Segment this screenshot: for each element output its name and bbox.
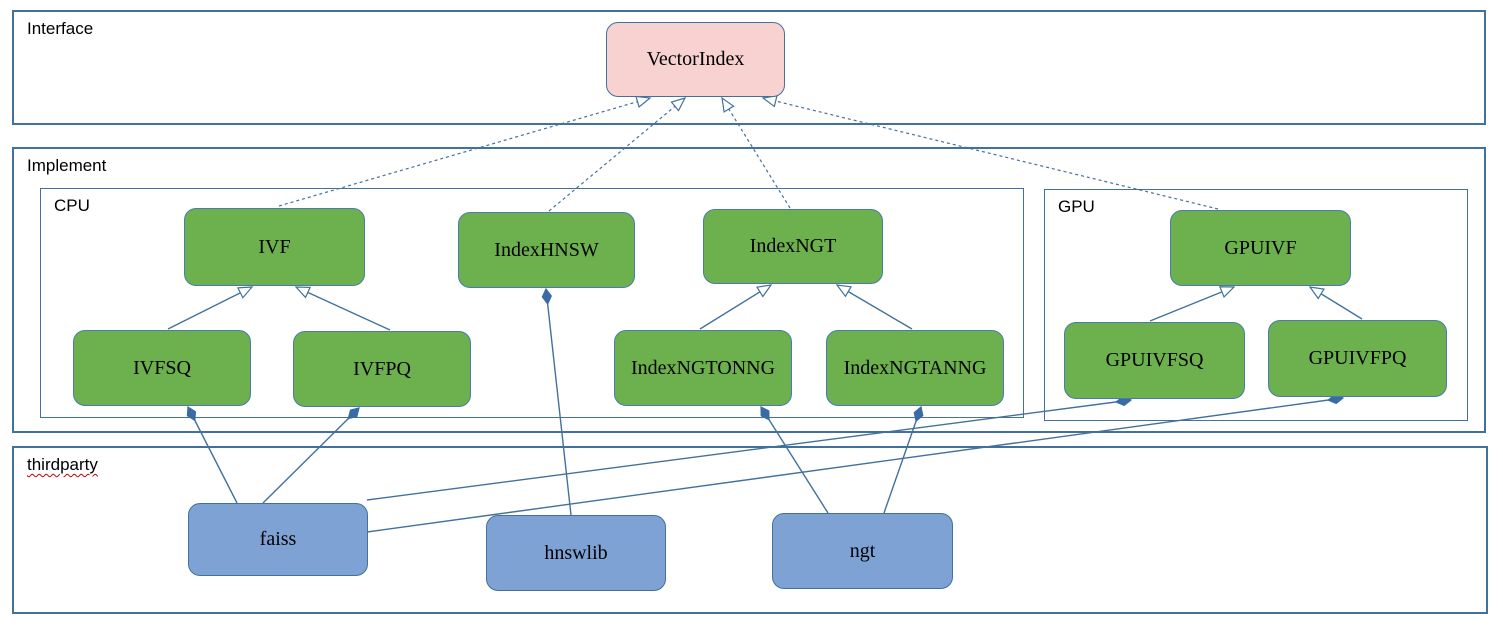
node-ivf[interactable]: IVF xyxy=(184,208,365,286)
container-implement[interactable]: Implement xyxy=(12,147,1486,433)
node-ngt[interactable]: ngt xyxy=(772,513,953,589)
edge-gpuivf-to-vectorindex[interactable] xyxy=(763,98,1219,210)
node-gpuivfsq[interactable]: GPUIVFSQ xyxy=(1064,322,1245,399)
node-indexngtanng[interactable]: IndexNGTANNG xyxy=(826,330,1004,406)
node-ivf-label: IVF xyxy=(258,235,291,258)
node-indexngtanng-label: IndexNGTANNG xyxy=(843,356,987,379)
node-ivfsq-label: IVFSQ xyxy=(133,356,191,379)
node-ivfpq[interactable]: IVFPQ xyxy=(293,331,471,407)
node-gpuivfpq[interactable]: GPUIVFPQ xyxy=(1268,320,1447,397)
node-indexhnsw-label: IndexHNSW xyxy=(494,238,599,261)
edge-ivf-to-vectorindex[interactable] xyxy=(278,98,650,207)
node-indexngtonng-label: IndexNGTONNG xyxy=(630,356,776,379)
node-gpuivf[interactable]: GPUIVF xyxy=(1170,210,1351,286)
node-faiss-label: faiss xyxy=(259,528,297,550)
container-interface-label: Interface xyxy=(27,19,94,38)
node-indexhnsw[interactable]: IndexHNSW xyxy=(458,212,635,288)
node-hnswlib-label: hnswlib xyxy=(544,541,608,564)
edge-indexngtonng-to-indexngt[interactable] xyxy=(699,285,771,330)
node-vectorindex[interactable]: VectorIndex xyxy=(606,22,785,97)
edge-hnswlib-to-indexhnsw[interactable] xyxy=(541,287,572,516)
node-indexngt[interactable]: IndexNGT xyxy=(703,209,883,284)
node-ivfpq-label: IVFPQ xyxy=(353,357,411,380)
node-vectorindex-label: VectorIndex xyxy=(646,48,745,70)
edge-ivfpq-to-ivf[interactable] xyxy=(296,287,391,331)
container-gpu-label: GPU xyxy=(1058,197,1095,216)
edge-ivfsq-to-ivf[interactable] xyxy=(167,287,252,330)
node-hnswlib[interactable]: hnswlib xyxy=(486,515,666,591)
edge-gpuivfpq-to-gpuivf[interactable] xyxy=(1310,287,1363,320)
edge-faiss-to-ivfpq[interactable] xyxy=(262,407,360,504)
edge-faiss-to-gpuivfpq[interactable] xyxy=(366,393,1345,533)
container-thirdparty[interactable]: thirdparty xyxy=(12,446,1488,614)
container-interface[interactable]: Interface xyxy=(12,10,1486,125)
edge-faiss-to-ivfsq[interactable] xyxy=(186,405,238,504)
edge-ngt-to-indexngtonng[interactable] xyxy=(760,406,829,514)
container-gpu[interactable]: GPU xyxy=(1044,189,1468,421)
node-gpuivf-label: GPUIVF xyxy=(1224,236,1297,259)
node-indexngt-label: IndexNGT xyxy=(749,235,837,257)
node-indexngtonng[interactable]: IndexNGTONNG xyxy=(614,330,792,406)
node-gpuivfpq-label: GPUIVFPQ xyxy=(1308,347,1407,369)
edge-faiss-to-gpuivfsq[interactable] xyxy=(366,395,1133,501)
container-thirdparty-label: thirdparty xyxy=(27,455,98,474)
edge-ngt-to-indexngtanng[interactable] xyxy=(883,405,924,514)
container-implement-label: Implement xyxy=(27,156,107,175)
edge-indexngtanng-to-indexngt[interactable] xyxy=(837,285,913,330)
edge-gpuivfsq-to-gpuivf[interactable] xyxy=(1149,287,1234,322)
node-ivfsq[interactable]: IVFSQ xyxy=(73,330,251,406)
node-faiss[interactable]: faiss xyxy=(188,503,368,576)
node-gpuivfsq-label: GPUIVFSQ xyxy=(1105,349,1204,371)
container-cpu[interactable]: CPU xyxy=(40,188,1024,418)
container-cpu-label: CPU xyxy=(54,196,90,215)
node-ngt-label: ngt xyxy=(849,539,876,562)
